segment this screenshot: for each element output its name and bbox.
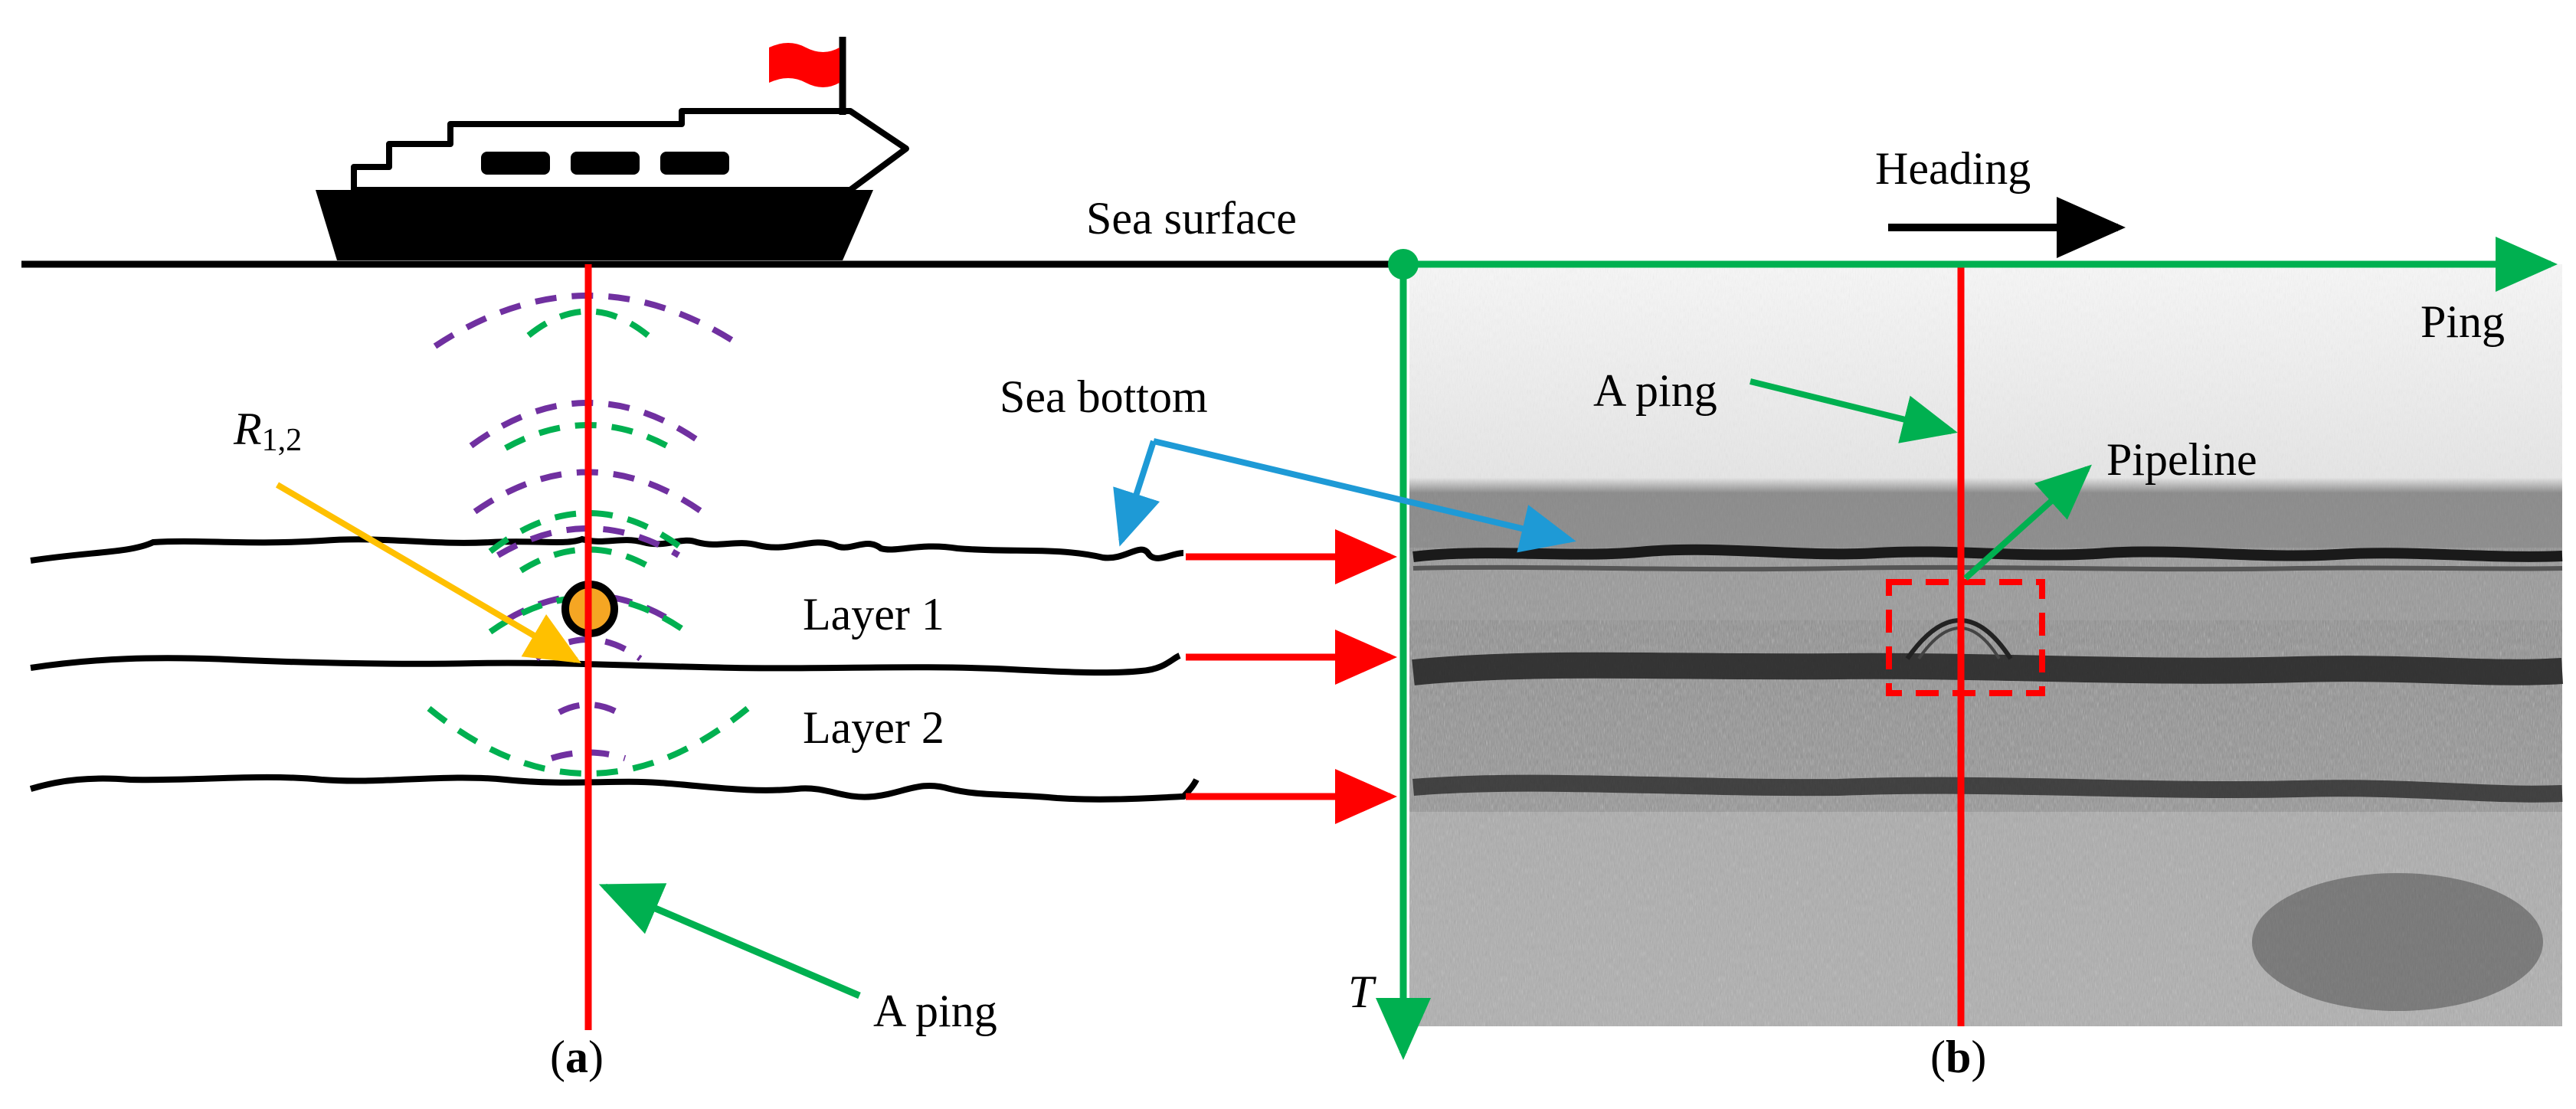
ping-axis-label: Ping	[2421, 296, 2505, 347]
axis-origin	[1388, 249, 1419, 280]
layer-boundary-2	[29, 774, 1200, 803]
r12-arrow	[275, 482, 581, 664]
pipeline-label: Pipeline	[2106, 434, 2257, 485]
ship-icon	[316, 37, 909, 260]
sea-bottom-label: Sea bottom	[1000, 371, 1208, 422]
r12-label: R1,2	[233, 404, 302, 458]
sea-bottom-arrow-left	[1113, 440, 1160, 547]
t-axis-label: T	[1348, 967, 1376, 1017]
sea-bottom-line	[30, 535, 1184, 564]
layer2-label: Layer 2	[803, 702, 944, 753]
a-ping-label-a: A ping	[873, 986, 997, 1036]
sonar-profile-image	[1409, 264, 2564, 1026]
sea-surface-label: Sea surface	[1086, 193, 1297, 244]
pipeline-arrow	[1963, 464, 2092, 581]
layer-boundary-1	[30, 653, 1181, 676]
panel-a-label: (a)	[550, 1032, 604, 1082]
a-ping-label-b: A ping	[1593, 365, 1717, 416]
a-ping-arrow-b	[1750, 378, 1958, 443]
pipeline-box	[1886, 579, 2045, 696]
heading-label: Heading	[1875, 143, 2031, 194]
sea-bottom-arrow-right	[1153, 438, 1576, 553]
panel-b-label: (b)	[1930, 1032, 1986, 1082]
flag-icon	[769, 43, 840, 87]
layer1-label: Layer 1	[803, 589, 944, 640]
a-ping-arrow-a	[598, 883, 861, 999]
